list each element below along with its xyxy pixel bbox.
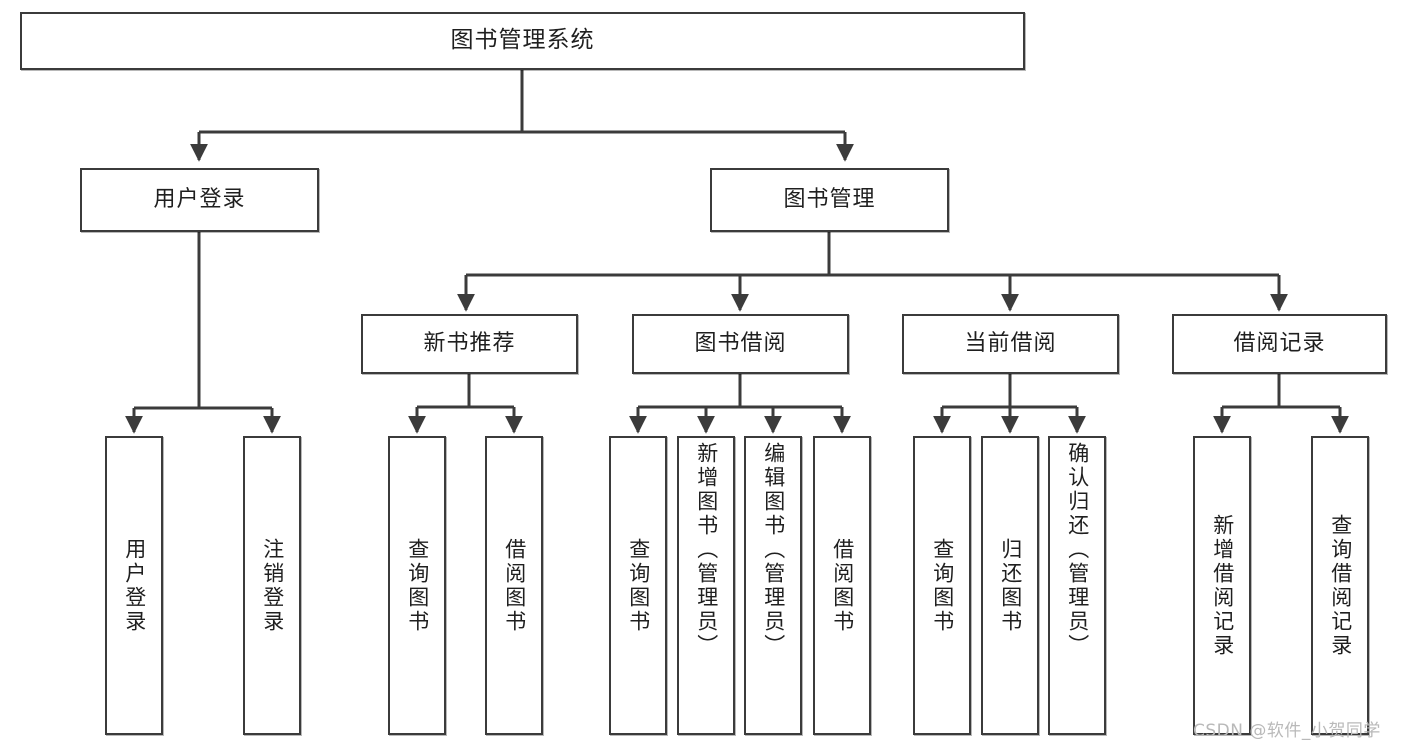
node-root-system[interactable]: 图书管理系统 [20,12,1025,70]
node-label: 查询借阅记录 [1328,513,1353,658]
node-label: 注销登录 [260,537,285,634]
leaf-current-borrow-query-book[interactable]: 查询图书 [913,436,971,735]
node-label: 编辑图书（管理员） [761,442,786,658]
node-label: 图书借阅 [694,330,787,356]
node-borrow-record[interactable]: 借阅记录 [1172,314,1387,374]
node-book-management[interactable]: 图书管理 [710,168,949,232]
node-label: 当前借阅 [964,330,1057,356]
node-current-borrow[interactable]: 当前借阅 [902,314,1119,374]
leaf-book-borrow-edit-book-admin[interactable]: 编辑图书（管理员） [744,436,802,735]
node-book-borrow[interactable]: 图书借阅 [632,314,849,374]
leaf-user-login-logout[interactable]: 注销登录 [243,436,301,735]
node-user-login[interactable]: 用户登录 [80,168,319,232]
node-label: 借阅记录 [1233,330,1326,356]
node-label: 用户登录 [153,186,246,212]
node-label: 新增借阅记录 [1210,513,1235,658]
leaf-borrow-record-query-record[interactable]: 查询借阅记录 [1311,436,1369,735]
leaf-borrow-record-add-record[interactable]: 新增借阅记录 [1193,436,1251,735]
node-label: 查询图书 [626,537,651,634]
leaf-current-borrow-confirm-return-admin[interactable]: 确认归还（管理员） [1048,436,1106,735]
leaf-new-book-query-book[interactable]: 查询图书 [388,436,446,735]
node-label: 确认归还（管理员） [1065,442,1090,658]
node-label: 借阅图书 [830,537,855,634]
leaf-book-borrow-add-book-admin[interactable]: 新增图书（管理员） [677,436,735,735]
node-label: 图书管理 [783,186,876,212]
node-label: 归还图书 [998,537,1023,634]
leaf-book-borrow-query-book[interactable]: 查询图书 [609,436,667,735]
node-label: 用户登录 [122,537,147,634]
node-label: 新增图书（管理员） [694,442,719,658]
node-label: 新书推荐 [423,330,516,356]
leaf-book-borrow-borrow-book[interactable]: 借阅图书 [813,436,871,735]
leaf-new-book-borrow-book[interactable]: 借阅图书 [485,436,543,735]
node-label: 查询图书 [405,537,430,634]
node-label: 查询图书 [930,537,955,634]
node-new-book-recommend[interactable]: 新书推荐 [361,314,578,374]
leaf-user-login-login[interactable]: 用户登录 [105,436,163,735]
leaf-current-borrow-return-book[interactable]: 归还图书 [981,436,1039,735]
node-label: 图书管理系统 [450,27,595,54]
watermark: CSDN @软件_小贺同学 [1193,721,1381,741]
node-label: 借阅图书 [502,537,527,634]
